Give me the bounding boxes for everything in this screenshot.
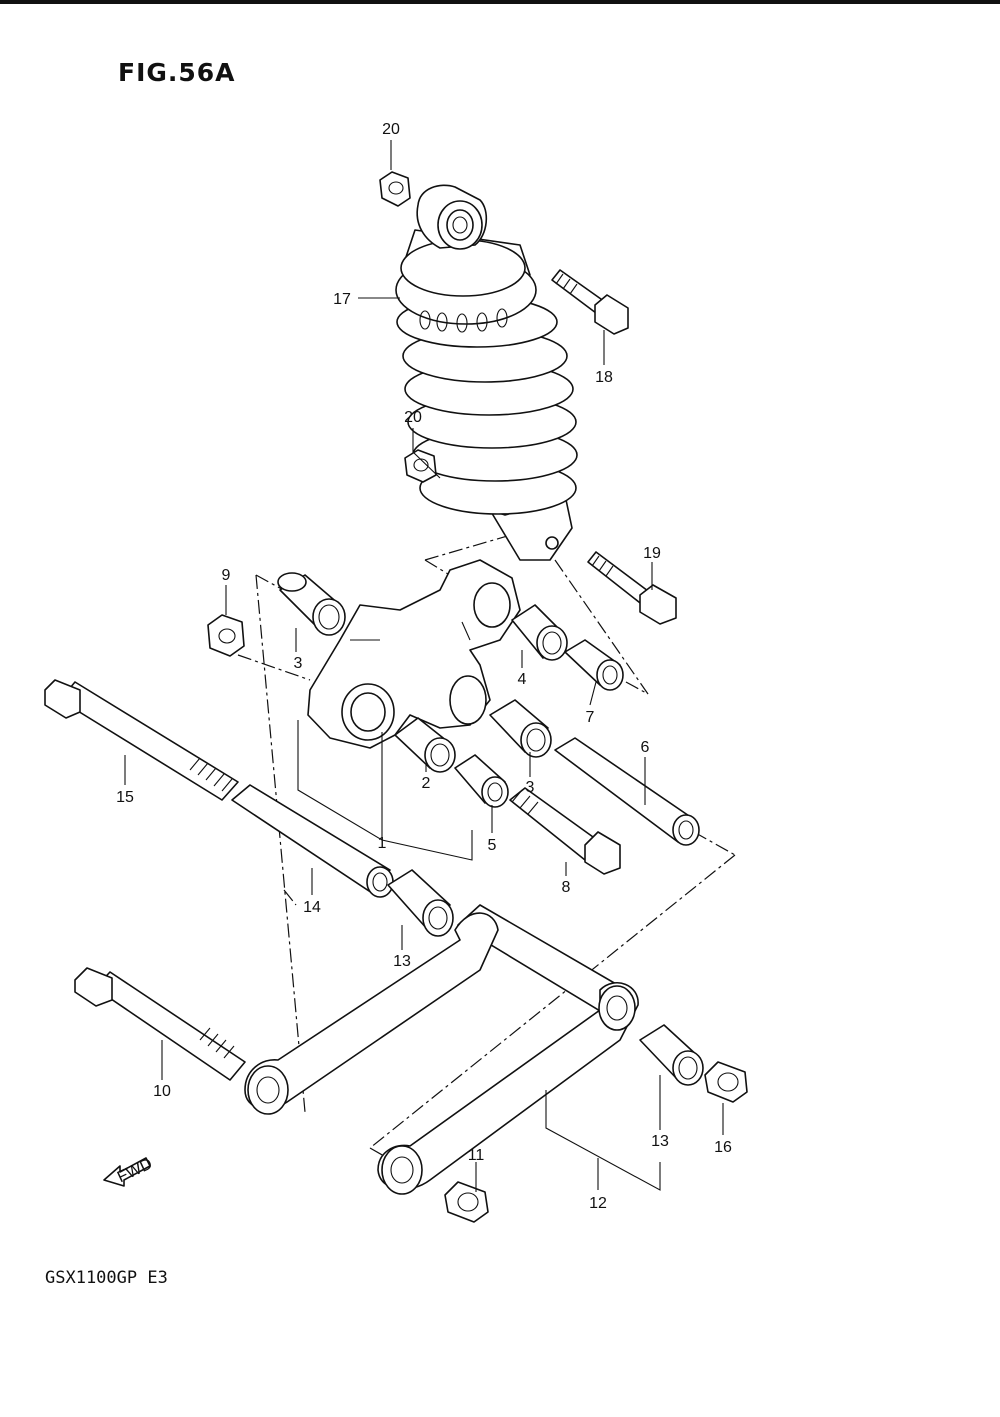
callout-6: 6 — [641, 739, 650, 756]
callout-7: 7 — [586, 709, 595, 726]
long-spacer-6 — [554, 737, 700, 846]
bolt-10 — [74, 967, 246, 1081]
spacer-14 — [231, 784, 394, 898]
assembly-guide-lines — [237, 529, 736, 1157]
bolt-8 — [509, 787, 621, 875]
callout-12: 12 — [589, 1195, 607, 1212]
nut-16 — [704, 1061, 748, 1103]
rear-shock-absorber — [395, 184, 578, 561]
callout-17: 17 — [333, 291, 351, 308]
callout-16: 16 — [714, 1139, 732, 1156]
callout-1: 1 — [378, 835, 387, 852]
callout-9: 9 — [222, 567, 231, 584]
callout-8: 8 — [562, 879, 571, 896]
callout-20-middle: 20 — [404, 409, 422, 426]
nut-20-top — [379, 171, 411, 207]
nut-11 — [444, 1181, 489, 1223]
callout-11: 11 — [468, 1147, 485, 1164]
callout-5: 5 — [488, 837, 497, 854]
bearing-2 — [394, 717, 456, 773]
cushion-lever — [307, 559, 521, 749]
cushion-rod — [244, 904, 639, 1195]
callout-3-lower: 3 — [526, 779, 535, 796]
callout-20-top: 20 — [382, 121, 400, 138]
bearing-4 — [511, 604, 568, 661]
callout-19: 19 — [643, 545, 661, 562]
callout-4: 4 — [518, 671, 527, 688]
forward-direction-arrow: FWD — [103, 1155, 155, 1187]
upper-bearing-3 — [277, 572, 346, 636]
callout-15: 15 — [116, 789, 134, 806]
page-top-border — [0, 0, 1000, 4]
callout-2: 2 — [422, 775, 431, 792]
callout-18: 18 — [595, 369, 613, 386]
leader-lines — [124, 140, 724, 1192]
model-code: GSX1100GP E3 — [45, 1268, 168, 1288]
bolt-18 — [551, 269, 629, 335]
callout-13-right: 13 — [651, 1133, 669, 1150]
callout-14: 14 — [303, 899, 321, 916]
callout-10: 10 — [153, 1083, 171, 1100]
callout-13-left: 13 — [393, 953, 411, 970]
fwd-label: FWD — [115, 1155, 155, 1186]
nut-20-middle — [404, 449, 437, 483]
figure-title: FIG.56A — [118, 58, 236, 87]
bearing-13-left — [387, 869, 454, 937]
callout-3-upper: 3 — [294, 655, 303, 672]
callout-numbers: 20 17 18 20 19 9 3 4 7 6 3 15 2 1 5 8 14… — [116, 121, 732, 1212]
bearing-13-right — [639, 1024, 704, 1086]
spacer-7 — [564, 639, 624, 691]
bolt-15 — [44, 679, 239, 801]
spacer-5 — [454, 754, 509, 808]
nut-9 — [207, 614, 245, 657]
bolt-19 — [587, 551, 677, 625]
lower-bearing-3 — [489, 699, 552, 758]
